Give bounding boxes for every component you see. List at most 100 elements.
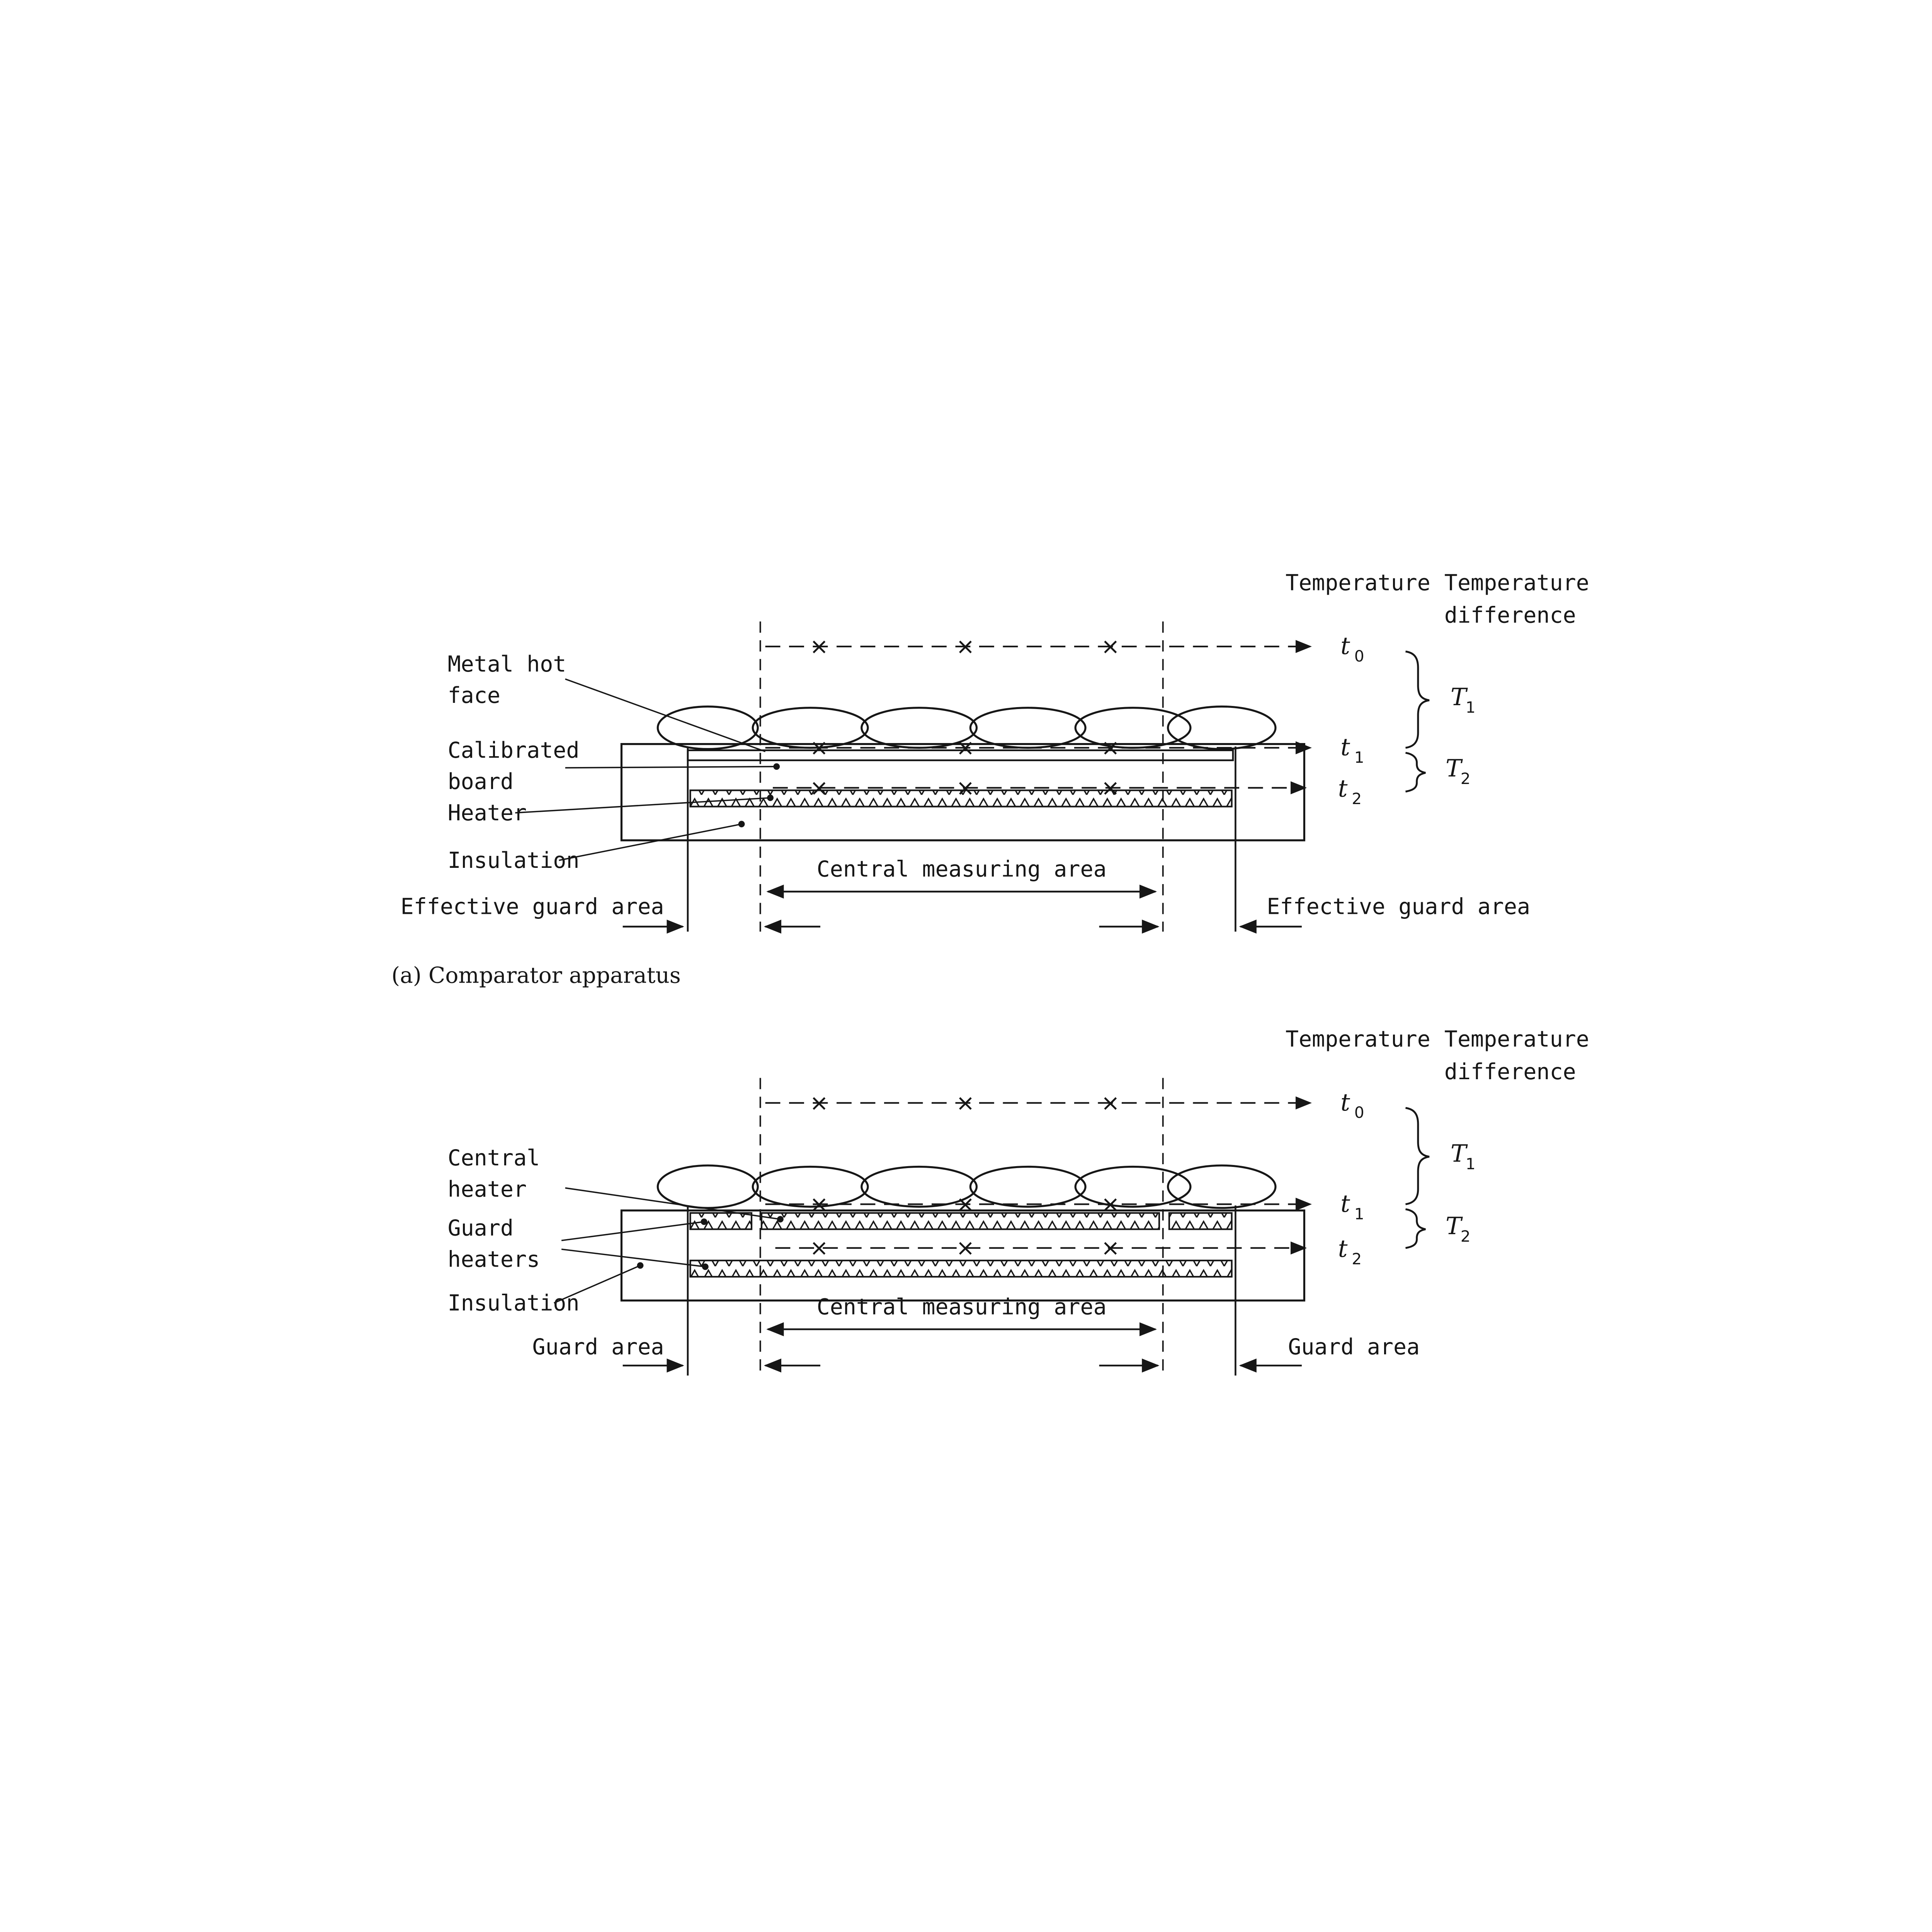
apparatus-body-outline xyxy=(620,1209,1305,1302)
T1-brace xyxy=(1405,1107,1430,1205)
effective-guard-area-label-right: Effective guard area xyxy=(1267,894,1530,920)
guard-heater-left xyxy=(689,1212,753,1230)
specimen xyxy=(656,705,1277,750)
t0-measurement-points: × × × xyxy=(810,633,1120,660)
heater-element xyxy=(689,789,1233,808)
caption-a: (a) Comparator apparatus xyxy=(391,963,681,988)
metal-hot-face-label-line2: face xyxy=(448,683,500,708)
T2-label: T xyxy=(1446,1213,1463,1240)
specimen-lobe xyxy=(969,1165,1087,1208)
guard-heaters-label-line1: Guard xyxy=(448,1215,514,1241)
T2-brace xyxy=(1405,752,1426,793)
temperature-column-header: Temperature xyxy=(1286,1027,1430,1052)
insulation-leader xyxy=(553,1265,641,1304)
T1-subscript: 1 xyxy=(1466,698,1476,717)
calibrated-board-label-line1: Calibrated xyxy=(448,738,580,763)
central-heater-element xyxy=(760,1212,1160,1230)
guard-heaters-leader-bottom-dot xyxy=(702,1263,709,1270)
measurement-x-marker: × xyxy=(956,1090,975,1116)
measurement-x-marker: × xyxy=(956,774,975,801)
T2-subscript: 2 xyxy=(1461,769,1471,788)
guard-heaters-leader-top xyxy=(561,1221,704,1242)
effective-guard-area-label-left: Effective guard area xyxy=(401,894,664,920)
T1-brace xyxy=(1405,650,1430,749)
T2-brace xyxy=(1405,1208,1426,1249)
central-measuring-area-label: Central measuring area xyxy=(817,1294,1107,1320)
T2-subscript: 2 xyxy=(1461,1227,1471,1246)
guard-heater-right xyxy=(1168,1212,1233,1230)
measurement-x-marker: × xyxy=(1101,1191,1120,1217)
t1-label: t xyxy=(1340,734,1350,761)
specimen-lobe xyxy=(969,707,1087,749)
specimen-lobe xyxy=(861,707,978,749)
t2-measurement-points: × × × xyxy=(810,774,1120,801)
temperature-difference-header-line2: difference xyxy=(1444,1059,1576,1085)
temperature-difference-header-line1: Temperature xyxy=(1444,570,1589,596)
measurement-x-marker: × xyxy=(956,735,975,761)
measurement-x-marker: × xyxy=(1101,774,1120,801)
T1-label: T xyxy=(1451,1140,1468,1167)
central-heater-leader xyxy=(565,1187,781,1220)
specimen-lobe xyxy=(1074,1165,1192,1208)
measurement-x-marker: × xyxy=(1101,1235,1120,1261)
measurement-x-marker: × xyxy=(810,774,828,801)
specimen-lobe xyxy=(656,1164,759,1209)
measurement-x-marker: × xyxy=(1101,1090,1120,1116)
t1-measurement-points: × × × xyxy=(810,1191,1120,1217)
T2-label: T xyxy=(1446,755,1463,782)
specimen xyxy=(656,1164,1277,1209)
diagram-b: Temperature Temperature difference × xyxy=(448,1027,1589,1376)
specimen-lobe xyxy=(1167,1164,1277,1209)
calibrated-board-leader xyxy=(565,766,777,769)
insulation-label: Insulation xyxy=(448,1291,580,1316)
heater-leader xyxy=(515,797,770,814)
t2-measurement-points: × × × xyxy=(810,1235,1120,1261)
t1-subscript: 1 xyxy=(1354,1204,1364,1223)
t0-label: t xyxy=(1340,1089,1350,1116)
temperature-difference-header-line2: difference xyxy=(1444,603,1576,628)
t0-subscript: 0 xyxy=(1354,647,1364,665)
measurement-x-marker: × xyxy=(810,633,828,660)
t1-label: t xyxy=(1340,1190,1350,1218)
temperature-column-header: Temperature xyxy=(1286,570,1430,596)
insulation-leader-dot xyxy=(637,1262,644,1269)
guard-heaters-label-line2: heaters xyxy=(448,1247,540,1272)
insulation-leader-dot xyxy=(738,821,745,828)
specimen-lobe xyxy=(861,1165,978,1208)
heater-leader-dot xyxy=(767,794,774,801)
specimen-lobe xyxy=(752,707,869,749)
diagram-a: Temperature Temperature difference × × xyxy=(391,570,1589,988)
measurement-x-marker: × xyxy=(1101,735,1120,761)
specimen-lobe xyxy=(1074,707,1192,749)
measurement-x-marker: × xyxy=(810,1235,828,1261)
central-heater-leader-dot xyxy=(777,1216,784,1223)
t0-subscript: 0 xyxy=(1354,1103,1364,1122)
t0-label: t xyxy=(1340,633,1350,660)
calibrated-board-leader-dot xyxy=(773,763,780,770)
specimen-lobe xyxy=(656,705,759,750)
t0-measurement-points: × × × xyxy=(810,1090,1120,1116)
metal-hot-face-leader xyxy=(565,678,766,752)
t1-measurement-points: × × × xyxy=(810,735,1120,761)
t1-subscript: 1 xyxy=(1354,748,1364,767)
central-heater-label-line2: heater xyxy=(448,1177,527,1202)
guard-heaters-leader-bottom xyxy=(561,1248,706,1268)
t2-label: t xyxy=(1338,1235,1348,1262)
measurement-x-marker: × xyxy=(956,1191,975,1217)
measurement-x-marker: × xyxy=(810,1090,828,1116)
T1-subscript: 1 xyxy=(1466,1155,1476,1173)
T1-label: T xyxy=(1451,684,1468,711)
guard-heaters-leader-top-dot xyxy=(701,1218,707,1225)
central-measuring-area-label: Central measuring area xyxy=(817,857,1107,882)
insulation-label: Insulation xyxy=(448,848,580,873)
t2-subscript: 2 xyxy=(1352,789,1362,808)
measurement-x-marker: × xyxy=(1101,633,1120,660)
bottom-guard-heater xyxy=(689,1260,1233,1278)
t2-label: t xyxy=(1338,775,1348,802)
temperature-difference-header-line1: Temperature xyxy=(1444,1027,1589,1052)
central-heater-label-line1: Central xyxy=(448,1145,540,1171)
specimen-lobe xyxy=(752,1165,869,1208)
heater-label: Heater xyxy=(448,800,527,826)
